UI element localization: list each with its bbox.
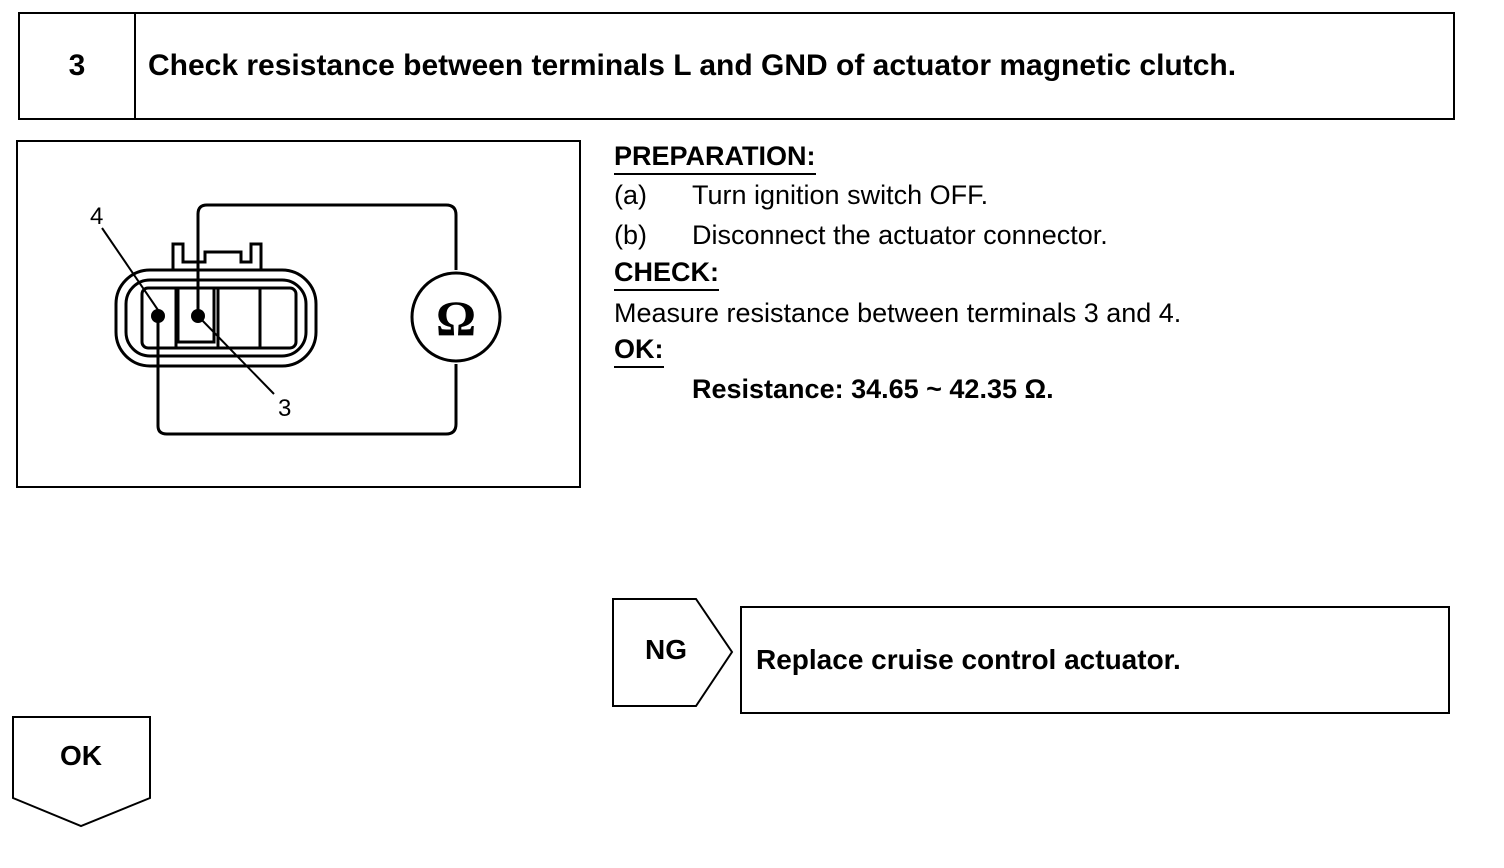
step-title: Check resistance between terminals L and…	[148, 49, 1237, 82]
check-heading: CHECK:	[614, 259, 719, 291]
check-text: Measure resistance between terminals 3 a…	[614, 298, 1182, 328]
leader-line-3	[197, 315, 275, 395]
prep-marker-a: (a)	[614, 180, 647, 210]
prep-step-a: Turn ignition switch OFF.	[692, 180, 989, 210]
ng-label: NG	[645, 634, 687, 665]
ok-heading: OK:	[614, 336, 664, 368]
resistance-spec: Resistance: 34.65 ~ 42.35 Ω.	[692, 374, 1054, 404]
ok-arrow-shape	[12, 716, 151, 828]
connector-icon	[114, 242, 318, 368]
ng-action-box: Replace cruise control actuator.	[740, 606, 1450, 714]
terminal-label-3: 3	[278, 395, 291, 422]
prep-marker-b: (b)	[614, 220, 647, 250]
terminal-label-4: 4	[90, 203, 103, 230]
wiring-diagram: Ω 4 3	[16, 140, 581, 488]
preparation-heading: PREPARATION:	[614, 143, 816, 175]
step-header: 3 Check resistance between terminals L a…	[18, 12, 1455, 120]
leader-line-4	[101, 227, 159, 311]
terminal-3-box	[176, 286, 216, 344]
meter-symbol: Ω	[436, 290, 476, 346]
prep-step-b: Disconnect the actuator connector.	[692, 220, 1108, 250]
ohmmeter-icon: Ω	[410, 271, 502, 363]
ng-action-text: Replace cruise control actuator.	[756, 644, 1181, 675]
wire-top	[196, 203, 458, 316]
ok-label: OK	[60, 740, 102, 771]
ng-arrow-shape	[612, 598, 734, 707]
connector-measurement-diagram: Ω 4 3	[90, 203, 502, 436]
wire-bottom	[156, 316, 458, 436]
step-number: 3	[20, 14, 136, 118]
